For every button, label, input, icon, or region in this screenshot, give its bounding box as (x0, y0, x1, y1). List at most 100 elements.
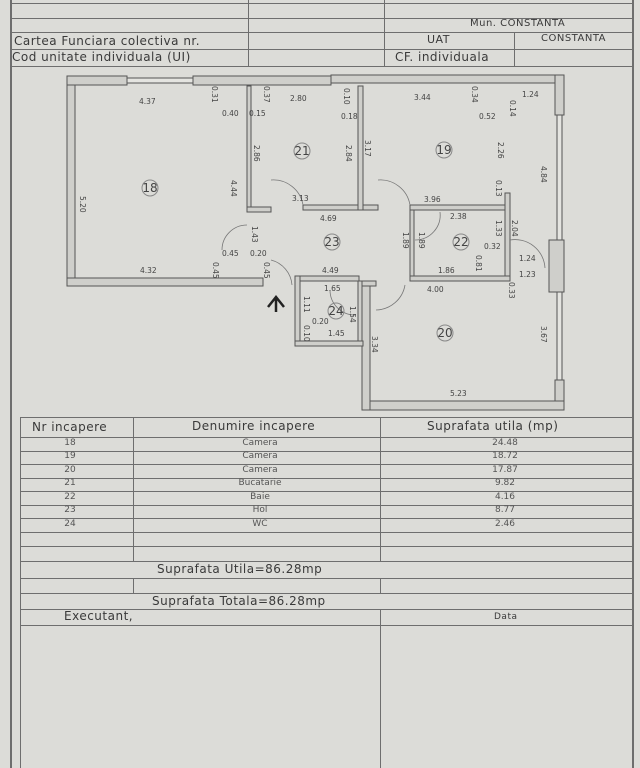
dimension: 4.00 (427, 285, 444, 294)
room-number: 19 (436, 143, 451, 157)
dimension: 1.54 (348, 306, 357, 323)
dimension: 4.32 (140, 266, 157, 275)
room-nr: 23 (64, 505, 76, 515)
dimension: 0.18 (341, 112, 358, 121)
room-name: Camera (242, 465, 278, 475)
room-area: 17.87 (492, 465, 518, 475)
dimension: 0.45 (222, 249, 239, 258)
dimensions: 4.37 5.20 4.44 4.32 0.31 0.40 0.37 0.15 … (78, 86, 548, 398)
dimension: 0.15 (249, 109, 266, 118)
room-number: 24 (328, 304, 343, 318)
room-nr: 22 (64, 492, 76, 502)
walls (66, 74, 565, 411)
room-area: 4.16 (494, 492, 516, 502)
dimension: 3.17 (363, 140, 372, 157)
dimension: 1.24 (522, 90, 539, 99)
dimension: 1.45 (328, 329, 345, 338)
dimension: 0.10 (302, 325, 311, 342)
dimension: 0.37 (262, 86, 271, 103)
dimension: 4.84 (539, 166, 548, 183)
dimension: 2.38 (450, 212, 467, 221)
dimension: 4.44 (229, 180, 238, 197)
frame-left (10, 0, 12, 768)
dimension: 3.44 (414, 93, 431, 102)
room-name: Baie (250, 492, 270, 502)
dimension: 1.89 (417, 232, 426, 249)
dimension: 1.43 (250, 226, 259, 243)
dimension: 2.26 (496, 142, 505, 159)
dimension: 1.86 (438, 266, 455, 275)
room-area: 8.77 (494, 505, 516, 515)
dimension: 0.34 (470, 86, 479, 103)
dimension: 0.20 (250, 249, 267, 258)
dimension: 1.65 (324, 284, 341, 293)
room-area: 18.72 (492, 451, 518, 461)
room-numbers: 18 19 20 21 22 23 24 (141, 141, 470, 342)
header-denumire-incapere: Denumire incapere (192, 419, 316, 433)
dimension: 0.45 (262, 262, 271, 279)
dimension: 1.23 (519, 270, 536, 279)
dimension: 0.45 (211, 262, 220, 279)
dimension: 0.20 (312, 317, 329, 326)
dimension: 2.80 (290, 94, 307, 103)
room-name: Hol (252, 505, 268, 515)
room-number: 22 (453, 235, 468, 249)
dimension: 0.40 (222, 109, 239, 118)
dimension: 5.23 (450, 389, 467, 398)
dimension: 5.20 (78, 196, 87, 213)
room-name: WC (252, 519, 268, 529)
dimension: 4.37 (139, 97, 156, 106)
dimension: 0.52 (479, 112, 496, 121)
cf-individuala-label: CF. individuala (395, 50, 490, 64)
dimension: 0.10 (342, 88, 351, 105)
room-nr: 20 (64, 465, 76, 475)
dimension: 2.04 (510, 220, 519, 237)
room-area: 2.46 (494, 519, 516, 529)
room-number: 23 (324, 235, 339, 249)
dimension: 3.13 (292, 194, 309, 203)
room-name: Camera (242, 438, 278, 448)
dimension: 0.14 (508, 100, 517, 117)
dimension: 2.86 (252, 145, 261, 162)
municipality-label: Mun. CONSTANTA (470, 18, 566, 29)
uat-value: CONSTANTA (541, 33, 607, 44)
dimension: 0.32 (484, 242, 501, 251)
room-nr: 21 (64, 478, 76, 488)
door-swings (221, 179, 546, 316)
dimension: 1.24 (519, 254, 536, 263)
header-suprafata-utila: Suprafata utila (mp) (427, 419, 559, 433)
dimension: 0.81 (474, 255, 483, 272)
dimension: 3.67 (539, 326, 548, 343)
room-nr: 24 (64, 519, 76, 529)
dimension: 0.13 (494, 180, 503, 197)
dimension: 1.11 (302, 296, 311, 313)
room-area: 24.48 (492, 438, 518, 448)
carte-funciara-label: Cartea Funciara colectiva nr. (14, 34, 201, 48)
dimension: 4.49 (322, 266, 339, 275)
data-label: Data (494, 612, 518, 622)
suprafata-utila-total: Suprafata Utila=86.28mp (157, 562, 323, 576)
dimension: 0.33 (507, 282, 516, 299)
room-number: 20 (437, 326, 452, 340)
suprafata-totala: Suprafata Totala=86.28mp (152, 594, 326, 608)
header-nr-incapere: Nr incapere (32, 420, 108, 434)
room-name: Camera (242, 451, 278, 461)
room-nr: 19 (64, 451, 76, 461)
room-area: 9.82 (494, 478, 516, 488)
dimension: 1.89 (401, 232, 410, 249)
room-number: 21 (294, 144, 309, 158)
room-nr: 18 (64, 438, 76, 448)
room-number: 18 (142, 181, 157, 195)
floor-plan: 18 19 20 21 22 23 24 4.37 5.20 4.44 4.32… (66, 74, 565, 411)
cod-ui-label: Cod unitate individuala (UI) (12, 50, 191, 64)
uat-label: UAT (427, 33, 450, 46)
entrance-arrow-icon (267, 294, 285, 312)
dimension: 2.84 (344, 145, 353, 162)
dimension: 4.69 (320, 214, 337, 223)
dimension: 3.34 (370, 336, 379, 353)
room-name: Bucatarie (238, 478, 282, 488)
dimension: 1.33 (494, 220, 503, 237)
dimension: 0.31 (210, 86, 219, 103)
frame-right (632, 0, 634, 768)
dimension: 3.96 (424, 195, 441, 204)
